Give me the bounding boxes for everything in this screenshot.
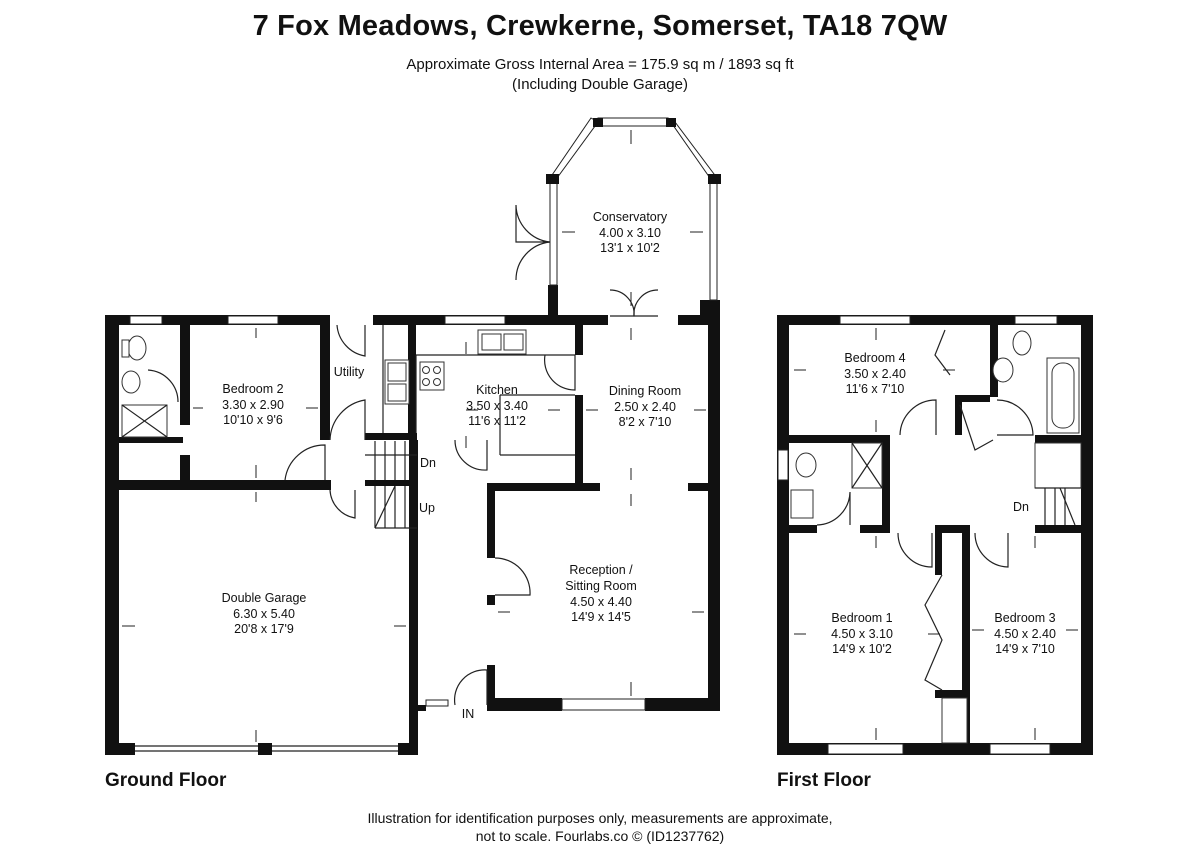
room-bedroom-1: Bedroom 1 4.50 x 3.10 14'9 x 10'2 bbox=[831, 611, 893, 656]
room-name: Utility bbox=[334, 365, 365, 379]
room-name: Double Garage bbox=[222, 591, 307, 605]
room-name: Dining Room bbox=[609, 384, 681, 398]
room-name: Kitchen bbox=[476, 383, 518, 397]
room-metric: 3.30 x 2.90 bbox=[222, 398, 284, 412]
room-bedroom-3: Bedroom 3 4.50 x 2.40 14'9 x 7'10 bbox=[994, 611, 1056, 656]
room-conservatory: Conservatory 4.00 x 3.10 13'1 x 10'2 bbox=[593, 210, 668, 255]
gross-area: Approximate Gross Internal Area = 175.9 … bbox=[406, 56, 794, 73]
room-name: Bedroom 1 bbox=[831, 611, 892, 625]
room-metric: 4.00 x 3.10 bbox=[599, 226, 661, 240]
room-metric: 4.50 x 2.40 bbox=[994, 627, 1056, 641]
conservatory-outline bbox=[546, 117, 721, 317]
room-metric: 3.50 x 3.40 bbox=[466, 399, 528, 413]
first-stairs-down-label: Dn bbox=[1013, 500, 1029, 514]
room-imperial: 20'8 x 17'9 bbox=[234, 622, 294, 636]
disclaimer-line-1: Illustration for identification purposes… bbox=[367, 810, 833, 826]
stairs-down-label: Dn bbox=[420, 456, 436, 470]
disclaimer: Illustration for identification purposes… bbox=[0, 809, 1200, 845]
room-name: Reception / bbox=[569, 563, 633, 577]
room-metric: 2.50 x 2.40 bbox=[614, 400, 676, 414]
room-bedroom-4: Bedroom 4 3.50 x 2.40 11'6 x 7'10 bbox=[844, 351, 906, 396]
room-imperial: 14'9 x 10'2 bbox=[832, 642, 892, 656]
room-bedroom-2: Bedroom 2 3.30 x 2.90 10'10 x 9'6 bbox=[222, 382, 284, 427]
ground-floor-label: Ground Floor bbox=[105, 770, 227, 791]
room-name: Conservatory bbox=[593, 210, 668, 224]
room-imperial: 14'9 x 7'10 bbox=[995, 642, 1055, 656]
room-dining: Dining Room 2.50 x 2.40 8'2 x 7'10 bbox=[609, 384, 681, 429]
room-name: Bedroom 3 bbox=[994, 611, 1055, 625]
room-garage: Double Garage 6.30 x 5.40 20'8 x 17'9 bbox=[222, 591, 307, 636]
room-name-line-2: Sitting Room bbox=[565, 579, 637, 593]
room-metric: 4.50 x 3.10 bbox=[831, 627, 893, 641]
area-note: (Including Double Garage) bbox=[512, 76, 688, 93]
room-kitchen: Kitchen 3.50 x 3.40 11'6 x 11'2 bbox=[466, 383, 528, 428]
room-metric: 4.50 x 4.40 bbox=[570, 595, 632, 609]
room-metric: 3.50 x 2.40 bbox=[844, 367, 906, 381]
room-imperial: 10'10 x 9'6 bbox=[223, 413, 283, 427]
room-name: Bedroom 4 bbox=[844, 351, 905, 365]
plan-subtitle: Approximate Gross Internal Area = 175.9 … bbox=[0, 55, 1200, 95]
room-name: Bedroom 2 bbox=[222, 382, 283, 396]
stairs-up-label: Up bbox=[419, 501, 435, 515]
room-imperial: 13'1 x 10'2 bbox=[600, 241, 660, 255]
room-imperial: 11'6 x 7'10 bbox=[846, 382, 905, 396]
room-imperial: 8'2 x 7'10 bbox=[619, 415, 672, 429]
room-imperial: 11'6 x 11'2 bbox=[468, 414, 526, 428]
ground-stairs bbox=[365, 441, 417, 529]
ground-floor-plan: Conservatory 4.00 x 3.10 13'1 x 10'2 Bed… bbox=[105, 117, 721, 755]
room-reception: Reception / Sitting Room 4.50 x 4.40 14'… bbox=[565, 563, 637, 624]
room-utility: Utility bbox=[334, 365, 365, 379]
room-imperial: 14'9 x 14'5 bbox=[571, 610, 631, 624]
entrance-label: IN bbox=[462, 707, 475, 721]
plan-title: 7 Fox Meadows, Crewkerne, Somerset, TA18… bbox=[252, 10, 948, 42]
room-metric: 6.30 x 5.40 bbox=[233, 607, 295, 621]
disclaimer-line-2: not to scale. Fourlabs.co © (ID1237762) bbox=[475, 828, 725, 844]
first-floor-plan: Bedroom 4 3.50 x 2.40 11'6 x 7'10 Bedroo… bbox=[777, 315, 1093, 755]
first-floor-label: First Floor bbox=[777, 770, 871, 791]
